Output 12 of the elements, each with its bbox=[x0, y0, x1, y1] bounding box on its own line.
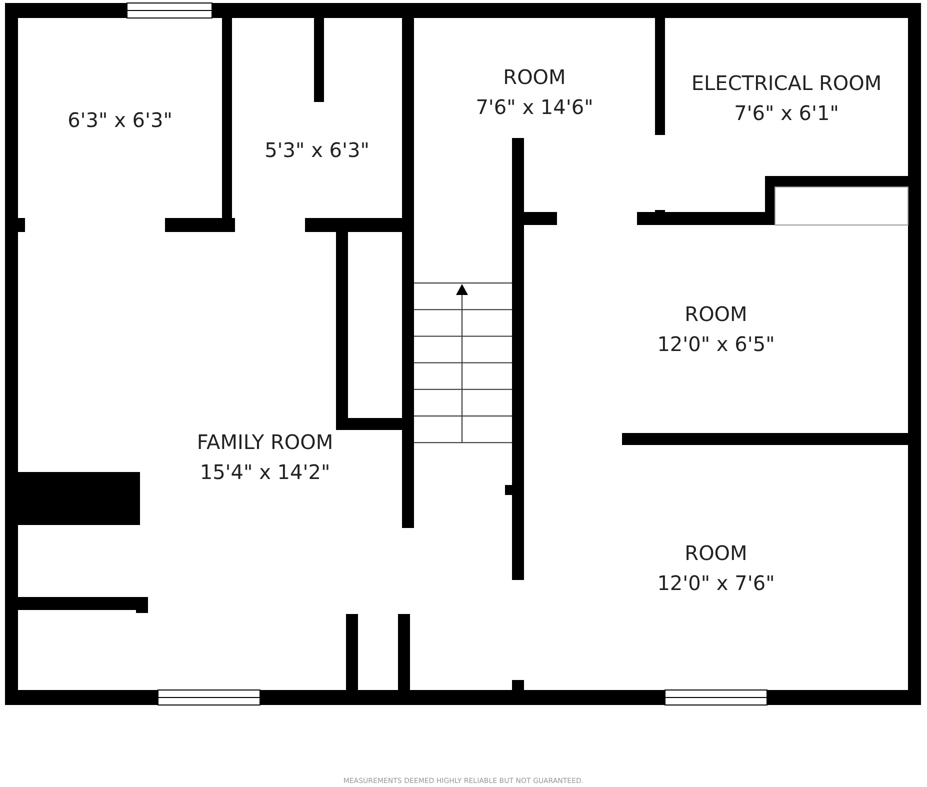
room-dimensions: 7'6" x 6'1" bbox=[734, 100, 839, 127]
room-name: ROOM bbox=[684, 540, 748, 566]
room-name: ELECTRICAL ROOM bbox=[691, 70, 882, 97]
room-name: FAMILY ROOM bbox=[196, 429, 334, 456]
room-name: ROOM bbox=[684, 301, 748, 328]
room-dimensions: 15'4" x 14'2" bbox=[200, 459, 330, 486]
room-dimensions: 7'6" x 14'6" bbox=[476, 94, 594, 120]
room-dimensions: 5'3" x 6'3" bbox=[264, 137, 370, 164]
room-name: ROOM bbox=[503, 64, 566, 90]
room-dimensions: 12'0" x 7'6" bbox=[657, 570, 775, 596]
room-dimensions: 6'3" x 6'3" bbox=[68, 107, 172, 134]
room-dimensions: 12'0" x 6'5" bbox=[657, 331, 775, 358]
